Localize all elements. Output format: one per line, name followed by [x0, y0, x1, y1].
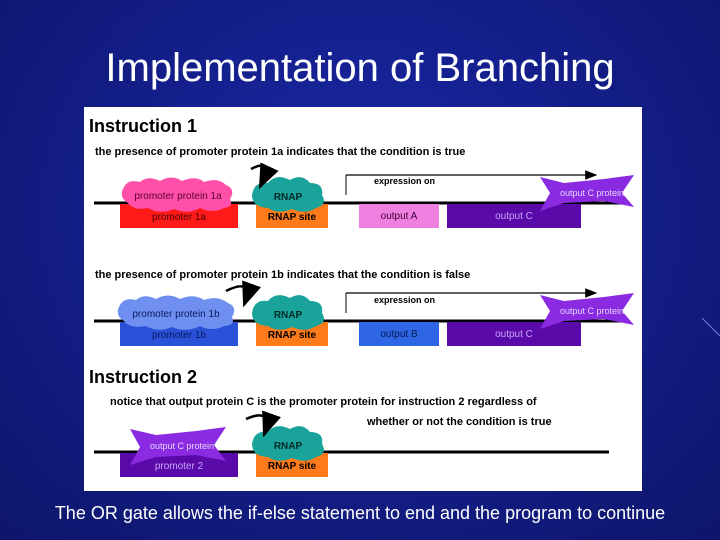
promoter-protein-1b: promoter protein 1b [117, 295, 235, 330]
case-false-caption: the presence of promoter protein 1b indi… [95, 269, 470, 281]
instruction2-note-line2: whether or not the condition is true [366, 416, 552, 428]
svg-text:output C protein: output C protein [150, 441, 214, 451]
output-c-protein: output C protein [540, 175, 634, 211]
svg-text:promoter protein 1a: promoter protein 1a [134, 191, 222, 202]
output-c-protein: output C protein [540, 293, 634, 329]
svg-text:RNAP: RNAP [274, 310, 303, 321]
rnap-site-label: RNAP site [268, 461, 317, 472]
rnap-protein: RNAP [252, 295, 324, 330]
output-b-block [359, 322, 439, 346]
slide-footer: The OR gate allows the if-else statement… [54, 503, 666, 523]
expression-on-label: expression on [374, 176, 435, 186]
case-true-caption: the presence of promoter protein 1a indi… [95, 146, 465, 158]
svg-text:RNAP: RNAP [274, 192, 303, 203]
rnap-site-label: RNAP site [268, 330, 317, 341]
rnap-protein: RNAP [252, 426, 324, 461]
svg-text:promoter protein 1b: promoter protein 1b [132, 309, 220, 320]
row2-expression: expression on [345, 288, 598, 313]
svg-text:output C protein: output C protein [560, 188, 624, 198]
binding-arrow [245, 410, 281, 438]
binding-arrow [225, 280, 261, 308]
output-c-label: output C [495, 211, 533, 222]
expression-on-label: expression on [374, 295, 435, 305]
promoter-2-label: promoter 2 [155, 461, 204, 472]
instruction2-note-line1: notice that output protein C is the prom… [110, 396, 537, 408]
output-c-block [447, 322, 581, 346]
output-c-block [447, 204, 581, 228]
branching-diagram: Instruction 1 the presence of promoter p… [84, 107, 642, 491]
output-a-label: output A [381, 211, 418, 222]
svg-text:RNAP: RNAP [274, 441, 303, 452]
instruction2-heading: Instruction 2 [89, 367, 197, 387]
svg-text:output C protein: output C protein [560, 306, 624, 316]
binding-arrow [250, 162, 279, 190]
instruction1-heading: Instruction 1 [89, 116, 197, 136]
rnap-site-label: RNAP site [268, 212, 317, 223]
promoter-1b-label: promoter 1b [152, 330, 206, 341]
output-a-block [359, 204, 439, 228]
row1-expression: expression on [345, 170, 598, 195]
output-b-label: output B [380, 329, 418, 340]
promoter-protein-1a: promoter protein 1a [121, 177, 233, 212]
slide-title: Implementation of Branching [105, 46, 615, 90]
output-c-label: output C [495, 329, 533, 340]
promoter-1a-label: promoter 1a [152, 212, 206, 223]
output-c-protein-promoter: output C protein [130, 427, 226, 465]
